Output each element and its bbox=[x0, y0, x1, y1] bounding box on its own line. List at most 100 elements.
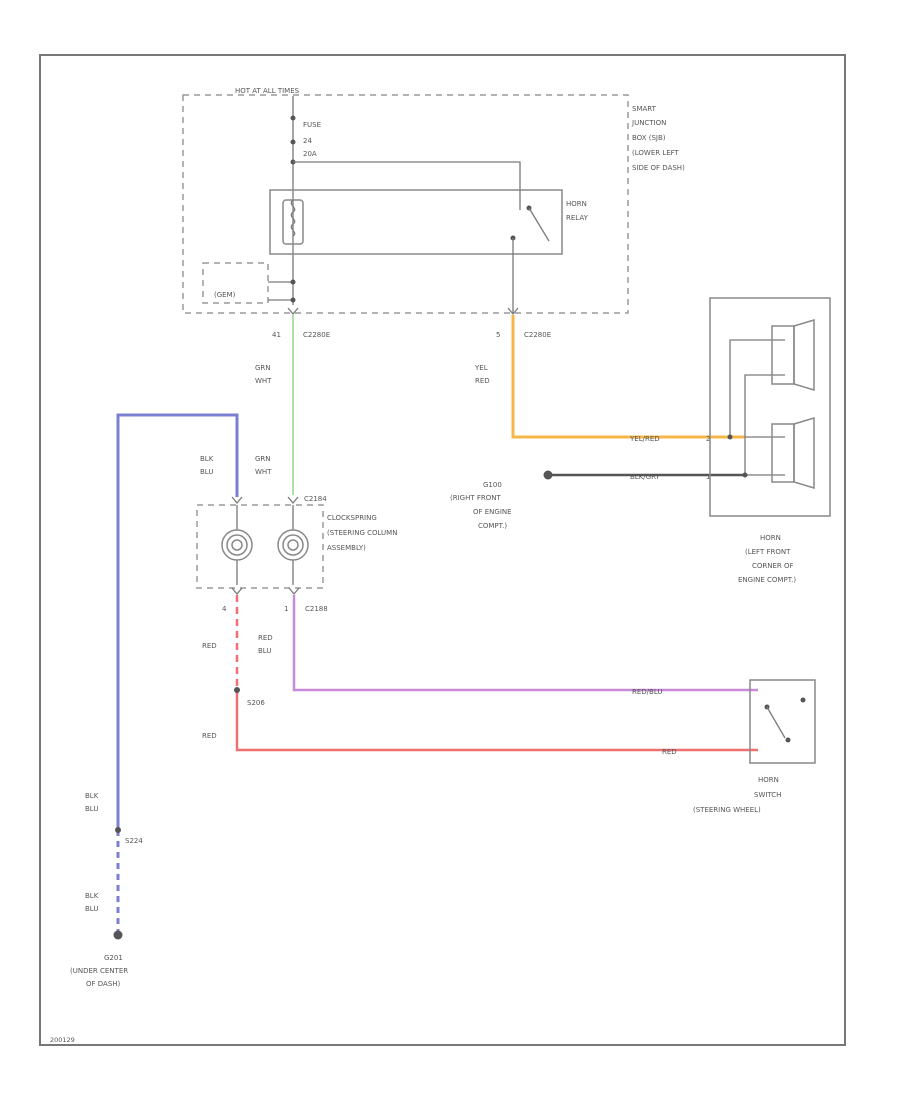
g201-label: G201 bbox=[104, 954, 123, 962]
wire-blk-blu bbox=[116, 413, 239, 830]
c2280e-right-terminal bbox=[507, 307, 519, 316]
horn-relay bbox=[269, 189, 563, 255]
wire-red-blu bbox=[292, 595, 758, 692]
horn-pos-riser bbox=[729, 339, 785, 437]
horn-switch bbox=[749, 679, 816, 764]
label-red-upper: RED bbox=[202, 642, 217, 650]
clockspring-right-coil-icon bbox=[277, 529, 309, 561]
c2184-right-terminal bbox=[287, 496, 299, 505]
wire-yel-red bbox=[511, 315, 745, 439]
fuse-label: FUSE bbox=[303, 121, 321, 129]
relay-contact-arm bbox=[528, 207, 550, 242]
c2280e-left-pin: 41 bbox=[272, 331, 281, 339]
horn-pos-junction bbox=[727, 434, 733, 440]
horn-switch-top-contact bbox=[800, 697, 806, 703]
label-yel-red-2: RED bbox=[475, 377, 490, 385]
horn-switch-label-3: (STEERING WHEEL) bbox=[693, 806, 761, 814]
label-blk-blu-upper-1: BLK bbox=[200, 455, 214, 463]
label-blk-blu-bottom-1: BLK bbox=[85, 892, 99, 900]
g201-ground-icon bbox=[113, 930, 123, 940]
sjb-name-line-5: SIDE OF DASH) bbox=[632, 164, 685, 172]
label-grn-wht-lower-2: WHT bbox=[255, 468, 272, 476]
label-grn-wht-upper-1: GRN bbox=[255, 364, 271, 372]
sjb-box bbox=[182, 94, 629, 314]
label-yel-red-pin: 2 bbox=[706, 435, 710, 443]
g100-desc-3: COMPT.) bbox=[478, 522, 507, 530]
diagram-frame bbox=[39, 54, 846, 1046]
clockspring-label-1: CLOCKSPRING bbox=[327, 514, 377, 522]
wire-red bbox=[235, 690, 758, 752]
gem-label: (GEM) bbox=[214, 291, 236, 299]
horn-lower-icon bbox=[771, 416, 815, 490]
s224-splice-dot bbox=[115, 827, 121, 833]
gem-link-dot-top bbox=[290, 279, 296, 285]
label-blk-gry-horn: BLK/GRY bbox=[630, 473, 660, 481]
c2184-left-terminal bbox=[231, 496, 243, 505]
s224-label: S224 bbox=[125, 837, 143, 845]
sjb-hot-label: HOT AT ALL TIMES bbox=[235, 87, 300, 95]
c2188-right-terminal bbox=[288, 587, 300, 596]
horn-label-1: HORN bbox=[760, 534, 781, 542]
relay-coil-winding bbox=[290, 199, 296, 237]
label-blk-blu-upper-2: BLU bbox=[200, 468, 213, 476]
label-grn-wht-lower-1: GRN bbox=[255, 455, 271, 463]
label-red-blu-vert-2: BLU bbox=[258, 647, 271, 655]
label-blk-blu-s224-1: BLK bbox=[85, 792, 99, 800]
clockspring-label-3: ASSEMBLY) bbox=[327, 544, 366, 552]
relay-feed-wire bbox=[293, 161, 521, 190]
gem-box bbox=[202, 262, 269, 304]
clockspring-left-coil-icon bbox=[221, 529, 253, 561]
g201-desc-1: (UNDER CENTER bbox=[70, 967, 128, 975]
horn-label-3: CORNER OF bbox=[752, 562, 794, 570]
g100-desc-2: OF ENGINE bbox=[473, 508, 512, 516]
fuse-number: 24 bbox=[303, 137, 312, 145]
label-blk-blu-s224-2: BLU bbox=[85, 805, 98, 813]
horn-upper-icon bbox=[771, 318, 815, 392]
label-red-lower: RED bbox=[202, 732, 217, 740]
horn-switch-arm bbox=[766, 706, 786, 739]
figure-id: 200129 bbox=[50, 1036, 75, 1044]
g100-desc-1: (RIGHT FRONT bbox=[450, 494, 501, 502]
fuse-rating: 20A bbox=[303, 150, 317, 158]
c2280e-right-pin: 5 bbox=[496, 331, 500, 339]
horn-switch-label-2: SWITCH bbox=[754, 791, 781, 799]
label-yel-red-1: YEL bbox=[474, 364, 488, 372]
label-red-horiz: RED bbox=[662, 748, 677, 756]
sjb-fuse-bottom-dot bbox=[290, 139, 296, 145]
horn-neg-junction bbox=[742, 472, 748, 478]
horn-neg-riser bbox=[744, 374, 785, 475]
c2280e-left-name: C2280E bbox=[303, 331, 330, 339]
c2188-pin-left: 4 bbox=[222, 605, 227, 613]
label-blk-blu-bottom-2: BLU bbox=[85, 905, 98, 913]
sjb-name-line-4: (LOWER LEFT bbox=[632, 149, 680, 157]
horn-label-2: (LEFT FRONT bbox=[745, 548, 791, 556]
gem-link-dot-bottom bbox=[290, 297, 296, 303]
horn-label-4: ENGINE COMPT.) bbox=[738, 576, 796, 584]
sjb-name-line-2: JUNCTION bbox=[631, 119, 666, 127]
sjb-name: SMART JUNCTION BOX (SJB) (LOWER LEFT SID… bbox=[631, 105, 685, 172]
s206-label: S206 bbox=[247, 699, 265, 707]
g100-label: G100 bbox=[483, 481, 502, 489]
horn-switch-bottom-contact bbox=[785, 737, 791, 743]
g201-desc-2: OF DASH) bbox=[86, 980, 121, 988]
horn-box bbox=[709, 297, 831, 517]
s206-splice-dot bbox=[234, 687, 240, 693]
label-red-blu-horiz: RED/BLU bbox=[632, 688, 663, 696]
clockspring-label-2: (STEERING COLUMN bbox=[327, 529, 397, 537]
g100-ground-icon bbox=[543, 470, 553, 480]
c2188-left-terminal bbox=[231, 587, 243, 596]
horn-switch-label-1: HORN bbox=[758, 776, 779, 784]
label-blk-gry-pin: 1 bbox=[706, 473, 710, 481]
label-yel-red-horn: YEL/RED bbox=[629, 435, 660, 443]
c2188-label: C2188 bbox=[305, 605, 328, 613]
sjb-fuse-top-dot bbox=[290, 115, 296, 121]
sjb-name-line-1: SMART bbox=[632, 105, 657, 113]
sjb-name-line-3: BOX (SJB) bbox=[632, 134, 666, 142]
c2188-pin-right: 1 bbox=[284, 605, 288, 613]
label-red-blu-vert-1: RED bbox=[258, 634, 273, 642]
clockspring-box bbox=[196, 504, 324, 589]
relay-label-line-2: RELAY bbox=[566, 214, 589, 222]
c2280e-left-terminal bbox=[287, 307, 299, 316]
c2280e-right-name: C2280E bbox=[524, 331, 551, 339]
